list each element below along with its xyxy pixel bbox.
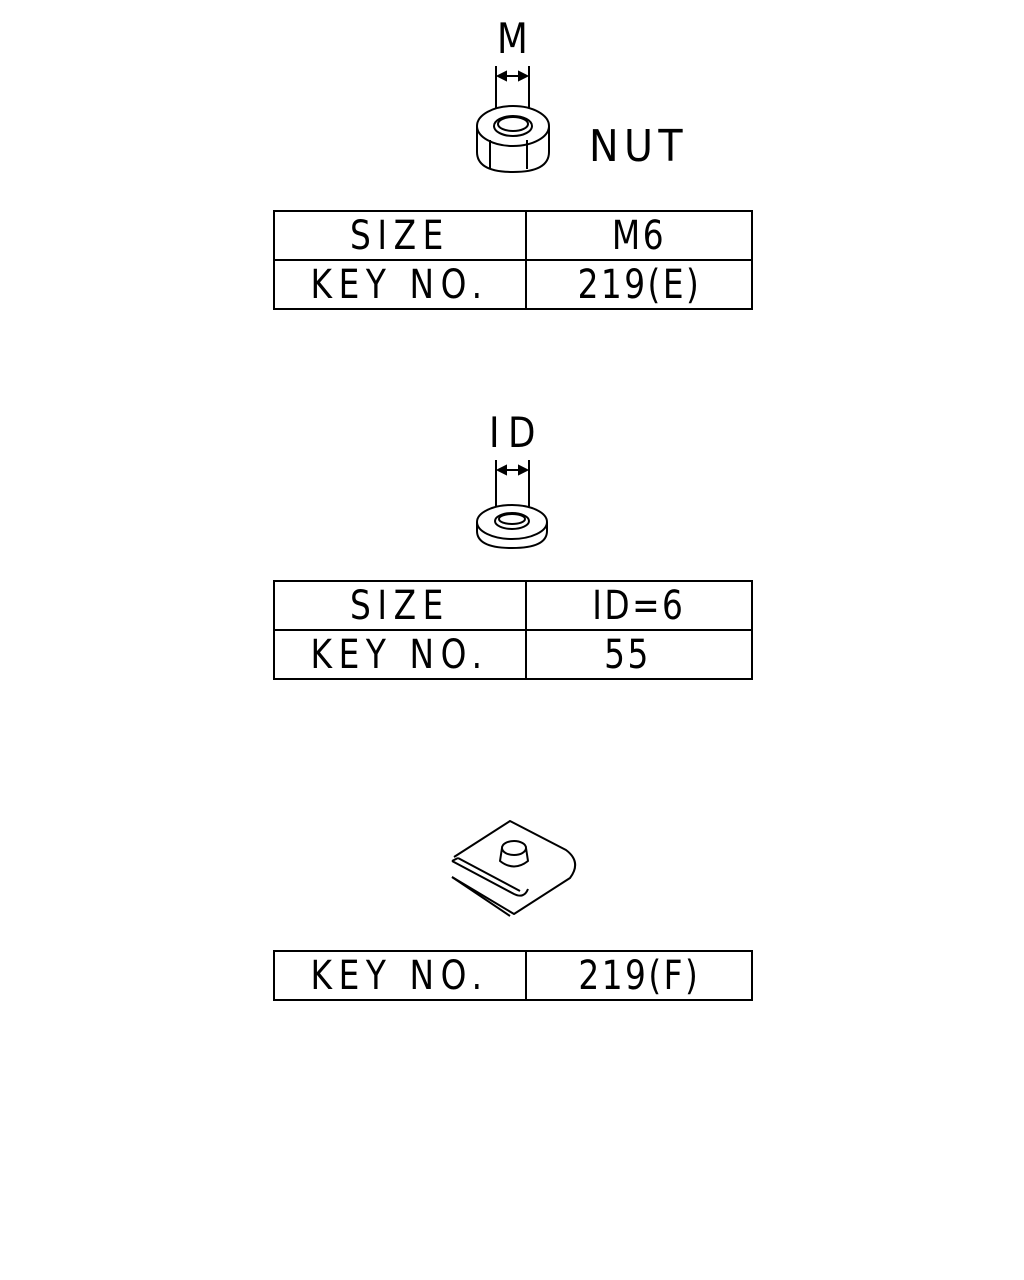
- washer-dimension-label: ID: [489, 408, 545, 457]
- washer-spec-table: SIZE ID=6 KEY NO. 55: [273, 580, 753, 680]
- table-row: SIZE M6: [273, 210, 753, 261]
- key-no-label: KEY NO.: [310, 261, 490, 308]
- key-no-label: KEY NO.: [310, 631, 490, 678]
- size-label: SIZE: [350, 582, 450, 629]
- key-no-value: 219(F): [578, 952, 700, 999]
- key-no-value: 55: [604, 631, 651, 678]
- table-row: SIZE ID=6: [273, 580, 753, 631]
- size-value: ID=6: [592, 582, 686, 629]
- table-row: KEY NO. 55: [273, 629, 753, 680]
- size-value: M6: [611, 212, 667, 259]
- nut-spec-table: SIZE M6 KEY NO. 219(E): [273, 210, 753, 310]
- size-label: SIZE: [350, 212, 450, 259]
- table-row: KEY NO. 219(F): [273, 950, 753, 1001]
- key-no-label: KEY NO.: [310, 952, 490, 999]
- nut-part-label: NUT: [589, 121, 688, 172]
- nut-dimension-label: M: [497, 14, 528, 63]
- clip-nut-spec-table: KEY NO. 219(F): [273, 950, 753, 1001]
- table-row: KEY NO. 219(E): [273, 259, 753, 310]
- key-no-value: 219(E): [577, 261, 701, 308]
